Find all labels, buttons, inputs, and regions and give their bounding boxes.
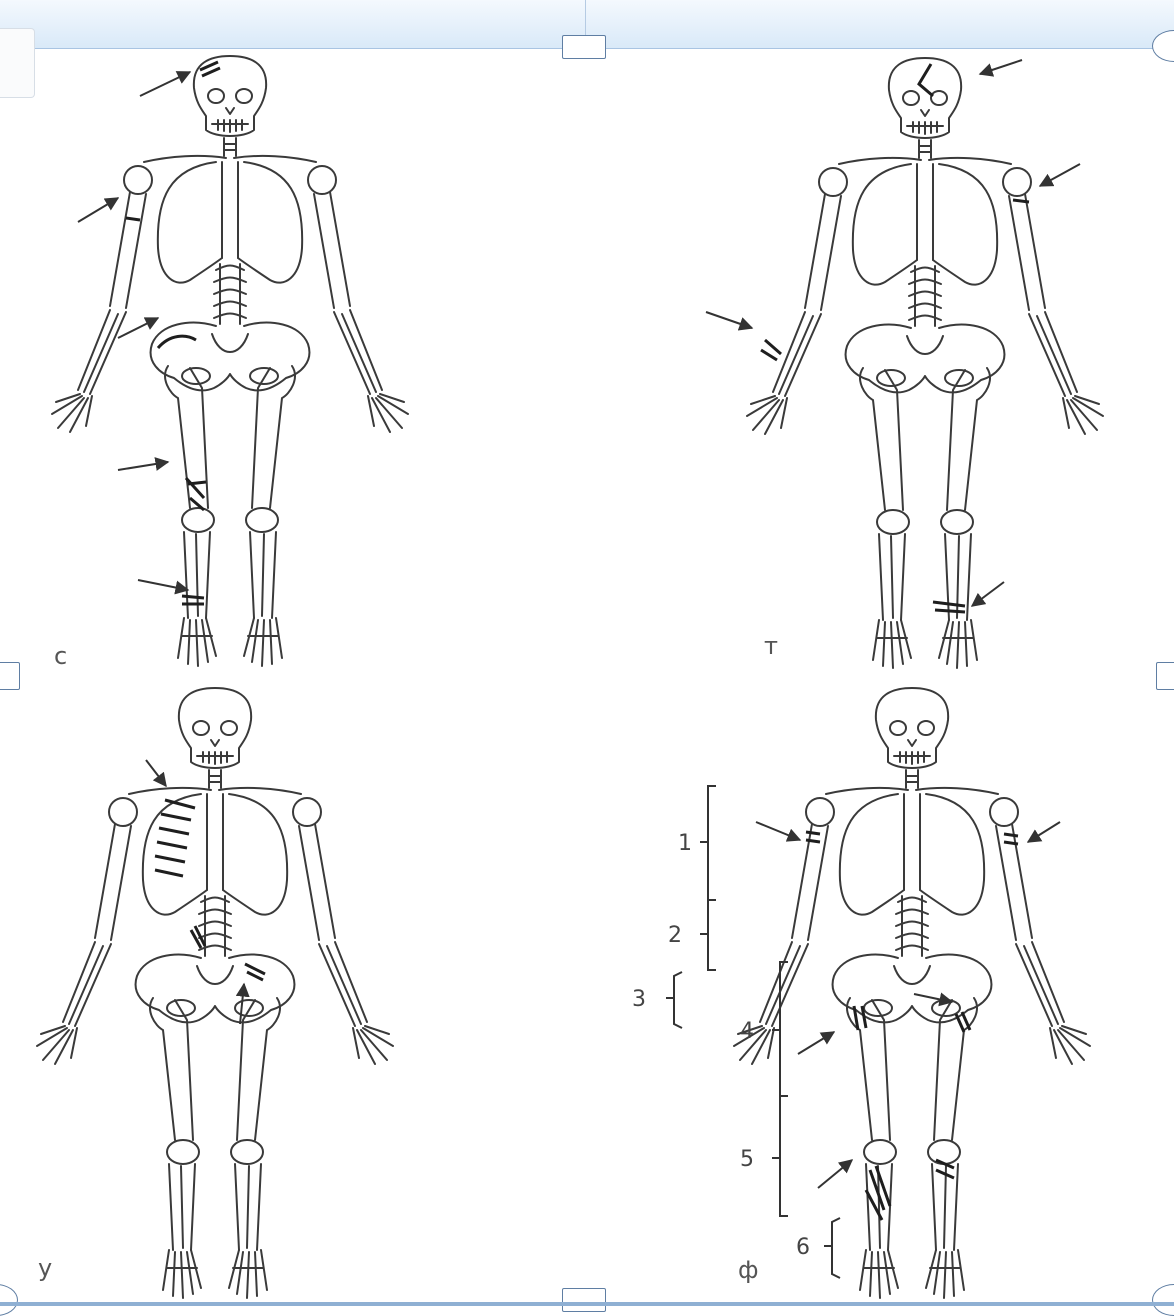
region-label-3: 3 [632,987,646,1012]
skeleton-figure-c [52,56,408,666]
panel-label-c: с [54,642,67,670]
arrows-t [706,60,1080,606]
arrows-c [78,72,190,590]
brace-6 [832,1218,840,1278]
region-label-4: 4 [740,1019,754,1044]
region-label-1: 1 [678,831,692,856]
panel-label-f: ф [738,1256,759,1284]
skeleton-figure-u [37,688,393,1298]
panel-label-u: у [38,1254,52,1282]
skeleton-figure-f [734,688,1090,1298]
brace-2 [708,900,716,970]
region-label-6: 6 [796,1235,810,1260]
resize-handle-right[interactable] [1156,662,1174,690]
frame-bottom-edge [0,1302,1174,1306]
region-label-5: 5 [740,1147,754,1172]
resize-handle-left[interactable] [0,662,20,690]
brace-5 [780,1096,788,1216]
panel-label-t: т [764,632,778,660]
brace-1 [708,786,716,900]
brace-3 [674,972,682,1028]
arrows-u [146,760,244,1024]
region-label-2: 2 [668,923,682,948]
arrows-f [756,822,1060,1188]
resize-handle-bottom[interactable] [562,1288,606,1312]
resize-handle-top[interactable] [562,35,606,59]
skeleton-figure-t [747,58,1103,668]
